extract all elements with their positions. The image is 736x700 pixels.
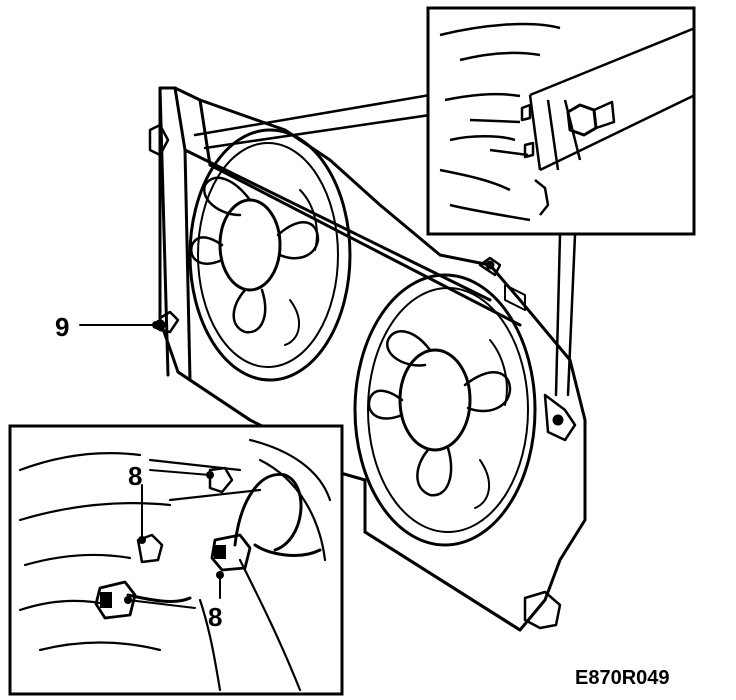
callout-8-upper: 8: [128, 461, 142, 491]
bracket-leader: [554, 233, 577, 397]
figure-reference-code: E870R049: [575, 667, 670, 689]
upper-detail-inset: [426, 6, 696, 236]
lower-detail-inset: [8, 424, 344, 696]
callout-8-lower: 8: [208, 602, 222, 632]
left-fan: [188, 128, 352, 382]
right-fan: [353, 273, 537, 547]
upper-inset-leader: [193, 93, 432, 150]
fan-shroud: [148, 86, 587, 632]
callout-9: 9: [55, 312, 69, 342]
